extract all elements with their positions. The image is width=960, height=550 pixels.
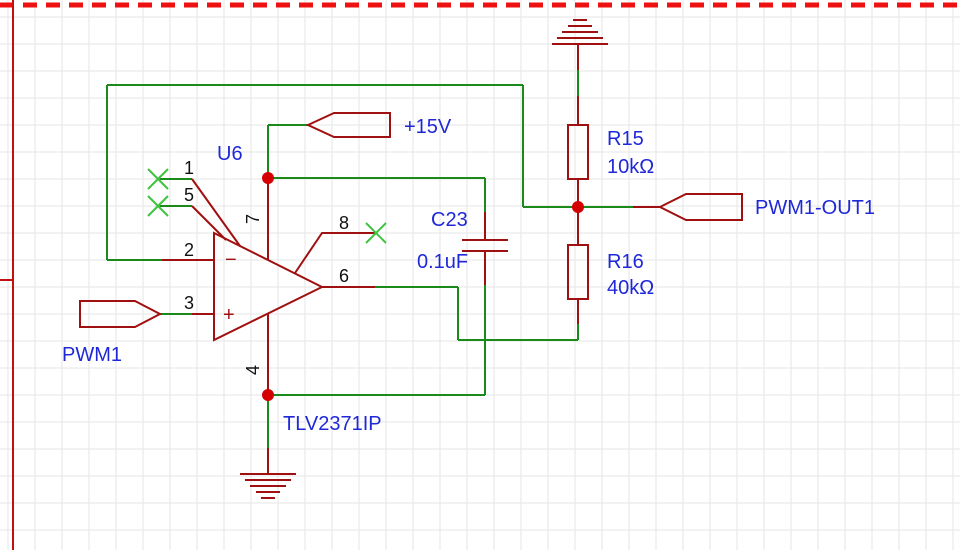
noconnect-icon-pin8 xyxy=(365,222,387,244)
net-label-vplus: +15V xyxy=(404,116,452,138)
opamp-noninverting-symbol: + xyxy=(223,304,235,326)
resistor-r16 xyxy=(567,207,589,324)
junction-dot xyxy=(262,389,274,401)
r16-value: 40kΩ xyxy=(607,277,654,299)
ground-symbol-top xyxy=(552,19,608,70)
pin-number-6: 6 xyxy=(339,266,349,286)
port-flag-input xyxy=(79,300,163,328)
r15-value: 10kΩ xyxy=(607,156,654,178)
pin1-lead xyxy=(191,178,241,247)
cap-value: 0.1uF xyxy=(417,251,468,273)
noconnect-markers xyxy=(147,168,387,244)
pin-number-2: 2 xyxy=(184,240,194,260)
wires xyxy=(106,70,633,448)
pin-number-3: 3 xyxy=(184,293,194,313)
pin5-lead xyxy=(191,205,227,241)
port-flag-vplus xyxy=(305,112,391,138)
noconnect-icon-pin1 xyxy=(147,168,169,190)
opamp-refdes: U6 xyxy=(217,143,243,165)
pin-number-8: 8 xyxy=(339,213,349,233)
r16-refdes: R16 xyxy=(607,251,644,273)
junction-dot xyxy=(262,172,274,184)
capacitor-c23 xyxy=(462,212,508,285)
pin-number-7: 7 xyxy=(243,214,263,224)
net-label-output: PWM1-OUT1 xyxy=(755,197,875,219)
opamp-part-number: TLV2371IP xyxy=(283,413,382,435)
cap-refdes: C23 xyxy=(431,209,468,231)
net-label-input: PWM1 xyxy=(62,344,122,366)
opamp-inverting-symbol: − xyxy=(225,249,237,271)
ground-symbol-bottom xyxy=(240,448,296,499)
port-flag-output xyxy=(657,193,743,221)
noconnect-icon-pin5 xyxy=(147,195,169,217)
junction-dot xyxy=(572,201,584,213)
r15-refdes: R15 xyxy=(607,128,644,150)
opamp-u6 xyxy=(162,178,375,395)
pin-number-4: 4 xyxy=(243,365,263,375)
junctions xyxy=(262,172,584,401)
pin-number-5: 5 xyxy=(184,185,194,205)
pin8-lead xyxy=(294,232,375,274)
pin-number-1: 1 xyxy=(184,158,194,178)
